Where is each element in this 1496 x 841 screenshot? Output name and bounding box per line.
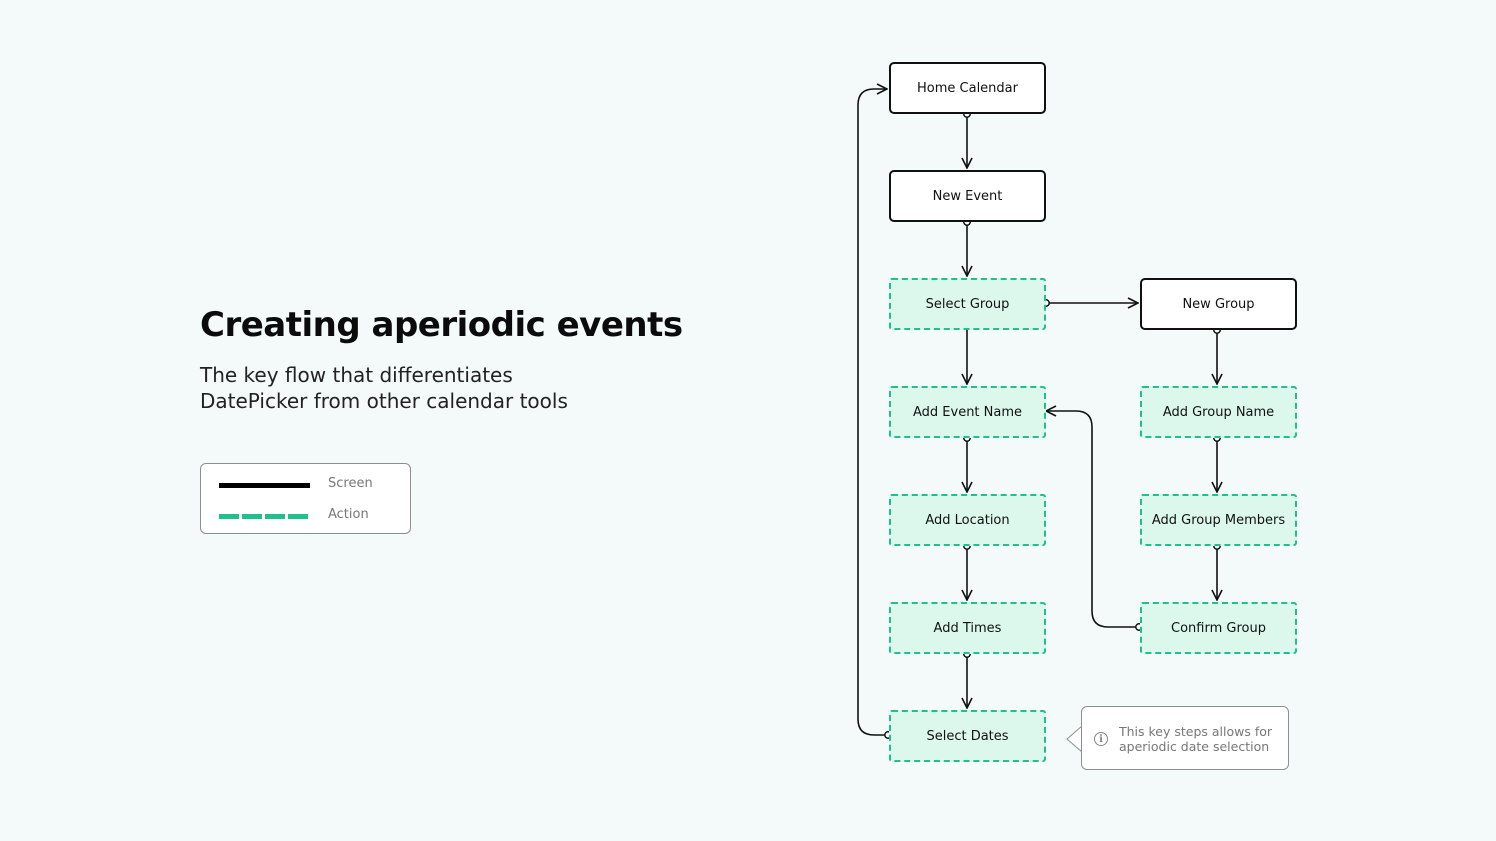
- node-add-times: Add Times: [889, 602, 1046, 654]
- page-subtitle: The key flow that differentiates DatePic…: [200, 362, 620, 414]
- callout-line-1: This key steps allows for: [1119, 724, 1273, 739]
- subtitle-line-2: DatePicker from other calendar tools: [200, 389, 568, 413]
- page-title: Creating aperiodic events: [200, 305, 683, 345]
- node-add-location: Add Location: [889, 494, 1046, 546]
- info-icon: i: [1094, 732, 1108, 746]
- node-select-group: Select Group: [889, 278, 1046, 330]
- callout-note: i This key steps allows for aperiodic da…: [1081, 706, 1289, 770]
- node-new-group: New Group: [1140, 278, 1297, 330]
- legend-screen-label: Screen: [328, 476, 373, 491]
- node-select-dates: Select Dates: [889, 710, 1046, 762]
- callout-text: This key steps allows for aperiodic date…: [1119, 724, 1284, 754]
- node-confirm-group: Confirm Group: [1140, 602, 1297, 654]
- node-new-event: New Event: [889, 170, 1046, 222]
- edge-select-dates-to-home-calendar: [857, 89, 888, 736]
- node-add-event-name: Add Event Name: [889, 386, 1046, 438]
- legend-action-label: Action: [328, 507, 369, 522]
- node-home-calendar: Home Calendar: [889, 62, 1046, 114]
- callout-line-2: aperiodic date selection: [1119, 739, 1270, 754]
- edge-confirm-group-to-add-event-name: [1046, 411, 1139, 628]
- subtitle-line-1: The key flow that differentiates: [200, 363, 513, 387]
- legend: Screen Action: [200, 463, 411, 534]
- node-add-group-members: Add Group Members: [1140, 494, 1297, 546]
- callout-pointer: [1066, 725, 1083, 753]
- legend-action-swatch: [219, 514, 310, 519]
- legend-screen-swatch: [219, 483, 310, 488]
- node-add-group-name: Add Group Name: [1140, 386, 1297, 438]
